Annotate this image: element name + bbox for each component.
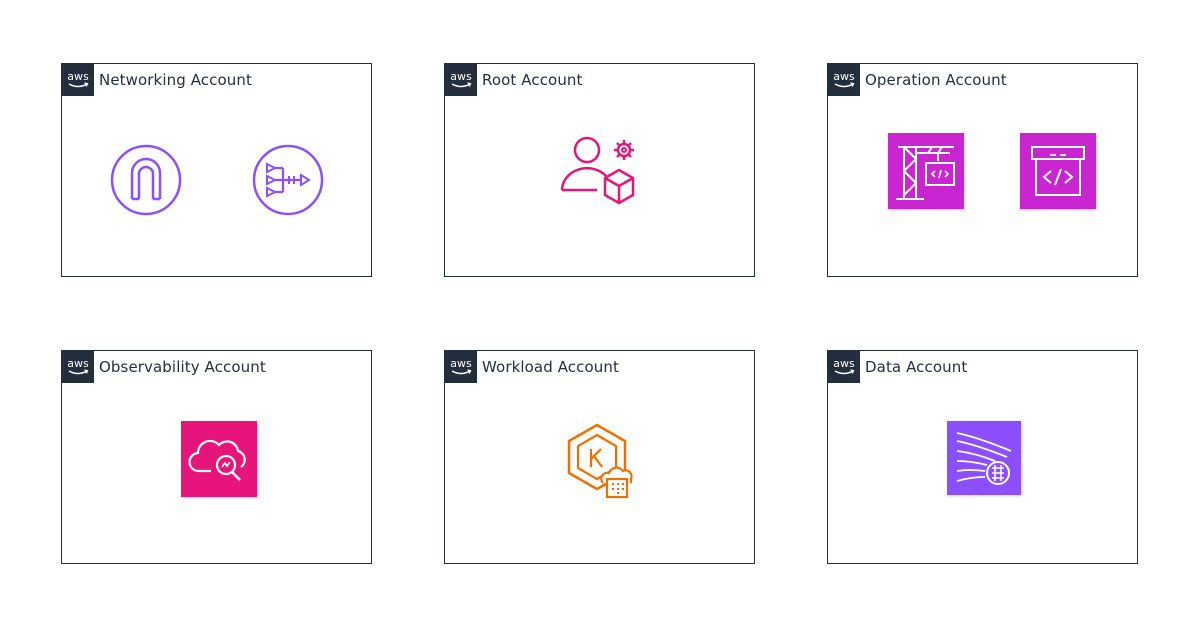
- account-header: aws Data Account: [828, 351, 1137, 383]
- aws-logo-icon: aws: [445, 351, 477, 383]
- organizations-account-icon: [557, 132, 647, 218]
- load-balancer-icon: [251, 143, 325, 221]
- cloudwatch-icon: [181, 421, 257, 497]
- account-title: Workload Account: [482, 358, 619, 376]
- svg-text:aws: aws: [833, 357, 855, 370]
- account-root: aws Root Account: [444, 63, 755, 277]
- account-title: Observability Account: [99, 358, 266, 376]
- svg-text:aws: aws: [450, 357, 472, 370]
- internet-gateway-icon: [109, 143, 183, 221]
- svg-text:aws: aws: [450, 70, 472, 83]
- account-data: aws Data Account: [827, 350, 1138, 564]
- account-operation: aws Operation Account: [827, 63, 1138, 277]
- account-header: aws Root Account: [445, 64, 754, 96]
- account-title: Networking Account: [99, 71, 252, 89]
- account-observability: aws Observability Account: [61, 350, 372, 564]
- account-header: aws Workload Account: [445, 351, 754, 383]
- svg-text:aws: aws: [67, 70, 89, 83]
- codecommit-icon: [1020, 133, 1096, 209]
- aws-logo-icon: aws: [828, 64, 860, 96]
- account-title: Data Account: [865, 358, 968, 376]
- data-streams-icon: [947, 421, 1021, 495]
- account-title: Operation Account: [865, 71, 1007, 89]
- account-networking: aws Networking Account: [61, 63, 372, 277]
- account-workload: aws Workload Account: [444, 350, 755, 564]
- aws-logo-icon: aws: [828, 351, 860, 383]
- account-header: aws Observability Account: [62, 351, 371, 383]
- eks-icon: [559, 421, 643, 505]
- account-header: aws Networking Account: [62, 64, 371, 96]
- svg-text:aws: aws: [67, 357, 89, 370]
- svg-text:aws: aws: [833, 70, 855, 83]
- account-header: aws Operation Account: [828, 64, 1137, 96]
- aws-logo-icon: aws: [62, 64, 94, 96]
- aws-logo-icon: aws: [445, 64, 477, 96]
- aws-logo-icon: aws: [62, 351, 94, 383]
- account-title: Root Account: [482, 71, 583, 89]
- codebuild-crane-icon: [888, 133, 964, 209]
